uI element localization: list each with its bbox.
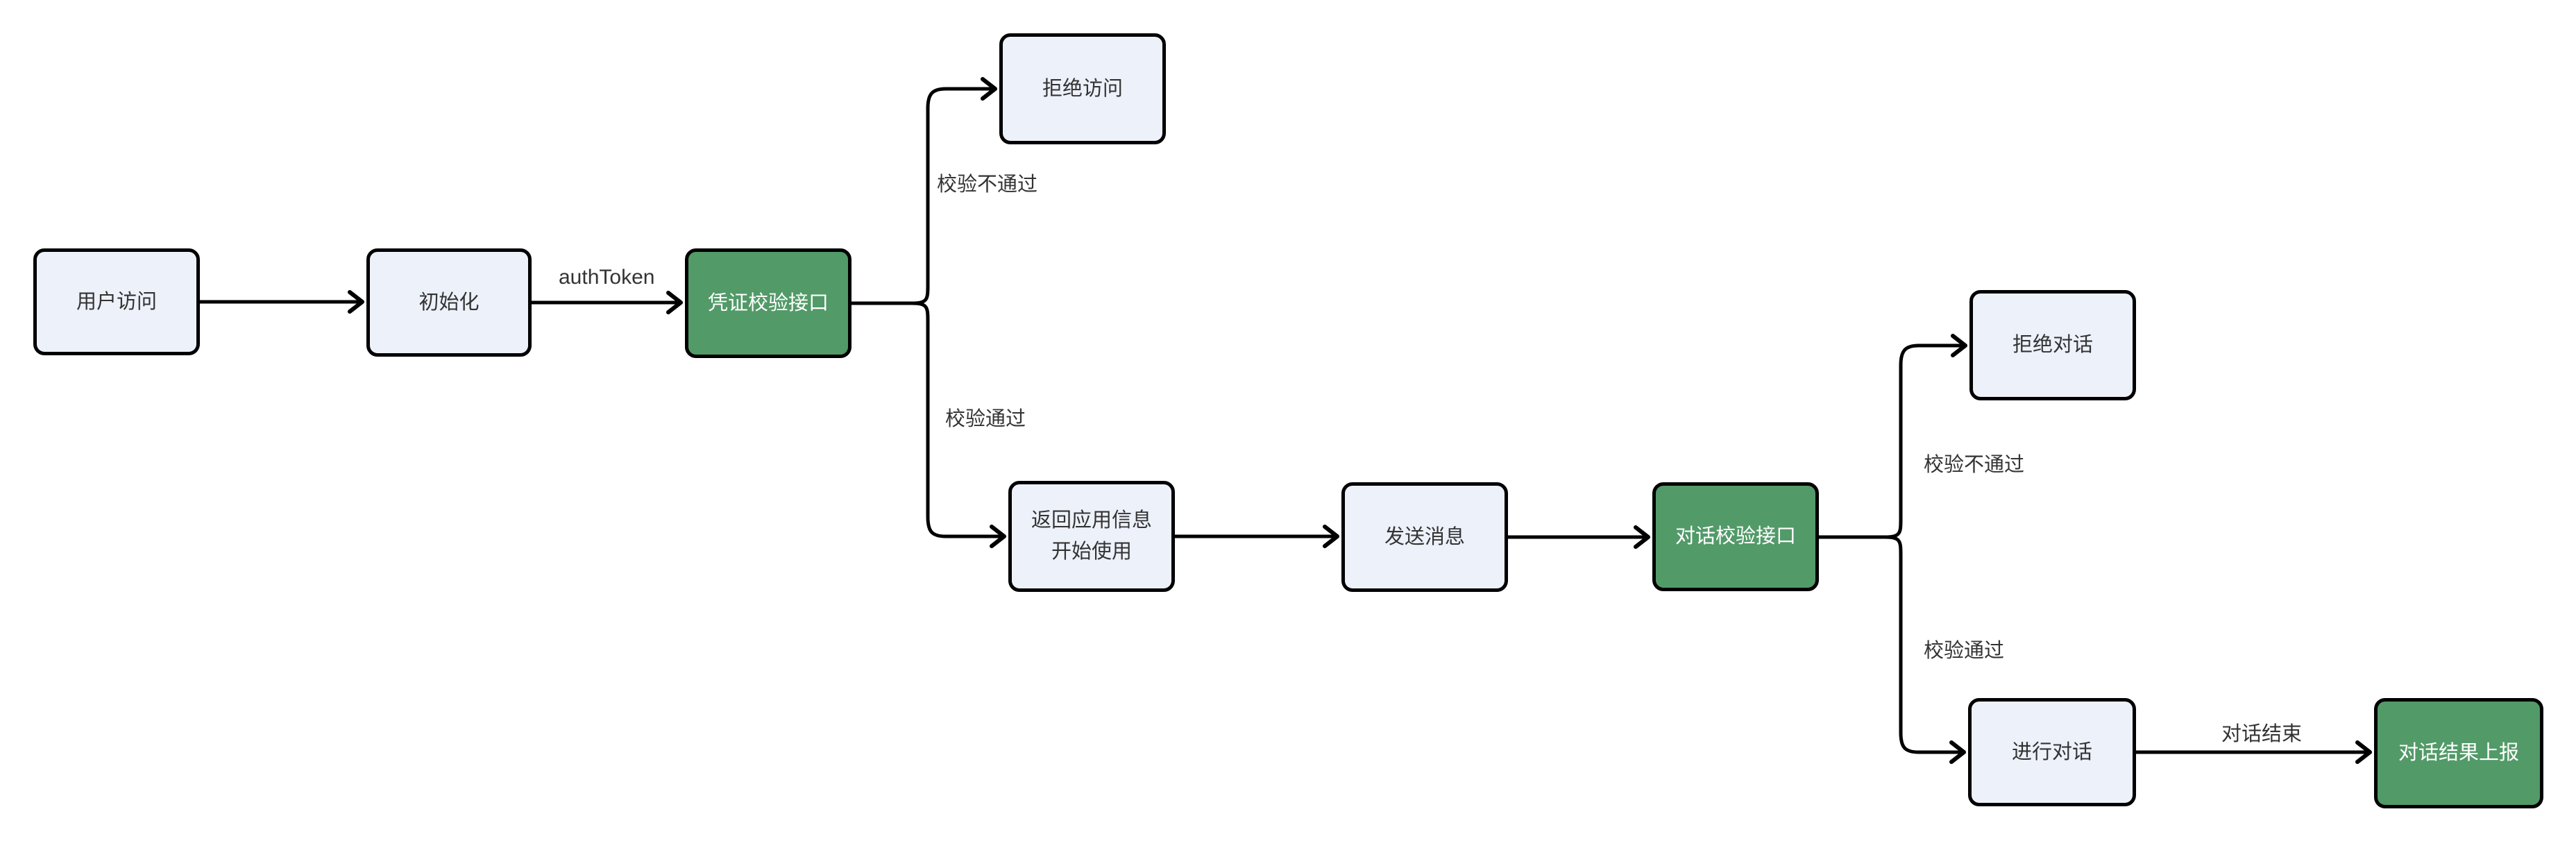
node-dialog-check: 对话校验接口 xyxy=(1652,482,1819,591)
node-deny-access-label: 拒绝访问 xyxy=(1042,77,1123,100)
node-send-message: 发送消息 xyxy=(1341,482,1508,592)
node-report-result: 对话结果上报 xyxy=(2374,698,2543,808)
node-return-app-info-label: 返回应用信息 开始使用 xyxy=(1031,509,1152,563)
node-deny-access: 拒绝访问 xyxy=(999,33,1166,144)
edge-label-check-fail-2: 校验不通过 xyxy=(1924,454,2025,476)
node-init-label: 初始化 xyxy=(418,291,480,314)
node-user-visit-label: 用户访问 xyxy=(76,290,157,313)
node-deny-dialog: 拒绝对话 xyxy=(1969,290,2136,400)
node-deny-dialog-label: 拒绝对话 xyxy=(2012,334,2093,357)
node-init: 初始化 xyxy=(366,248,532,357)
node-do-dialog-label: 进行对话 xyxy=(2011,740,2092,763)
edge-label-auth-token: authToken xyxy=(559,266,655,289)
edge-label-check-pass-1: 校验通过 xyxy=(945,408,1026,430)
node-credential-check-label: 凭证校验接口 xyxy=(707,291,829,314)
node-credential-check: 凭证校验接口 xyxy=(685,248,851,358)
edge-label-check-pass-2: 校验通过 xyxy=(1924,640,2005,662)
node-dialog-check-label: 对话校验接口 xyxy=(1675,525,1796,548)
edge-label-check-fail-1: 校验不通过 xyxy=(937,173,1038,196)
edge-dialog-to-deny-dialog xyxy=(1883,334,1967,539)
node-do-dialog: 进行对话 xyxy=(1968,698,2136,806)
node-send-message-label: 发送消息 xyxy=(1384,525,1465,548)
edge-label-dialog-end: 对话结束 xyxy=(2221,723,2303,745)
node-user-visit: 用户访问 xyxy=(33,248,200,355)
node-return-app-info: 返回应用信息 开始使用 xyxy=(1008,481,1175,592)
node-report-result-label: 对话结果上报 xyxy=(2398,742,2519,765)
